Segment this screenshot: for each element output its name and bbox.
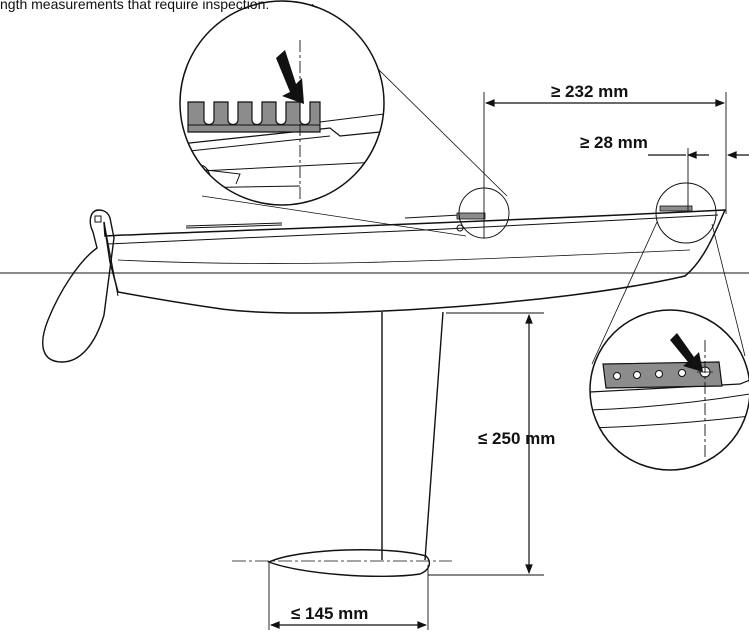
keel-bulb — [267, 549, 431, 578]
rudder-fitting — [94, 215, 102, 223]
dimension-keel-depth: ≤ 250 mm — [428, 312, 555, 576]
magnified-detail-left — [179, 0, 385, 206]
forestay-rack — [456, 212, 486, 220]
dim-label-250: ≤ 250 mm — [478, 429, 555, 448]
dimension-bow-forestay: ≥ 232 mm — [483, 82, 727, 238]
dim-label-232: ≥ 232 mm — [551, 82, 628, 101]
detail-circle-right — [655, 182, 717, 244]
caption-text: ngth measurements that require inspectio… — [0, 0, 270, 12]
magnified-detail-right — [589, 309, 749, 471]
dimension-forestay-fitting: ≥ 28 mm — [580, 133, 749, 212]
rudder — [42, 209, 115, 363]
dim-label-28: ≥ 28 mm — [580, 133, 648, 152]
dim-label-145: ≤ 145 mm — [291, 604, 368, 623]
hull — [103, 209, 727, 314]
dimension-bulb-length: ≤ 145 mm — [268, 562, 429, 630]
pointer-arrow-icon-right — [670, 333, 703, 372]
pointer-arrow-icon — [276, 50, 304, 104]
bow-fitting — [659, 205, 693, 212]
keel-fin — [381, 311, 444, 561]
